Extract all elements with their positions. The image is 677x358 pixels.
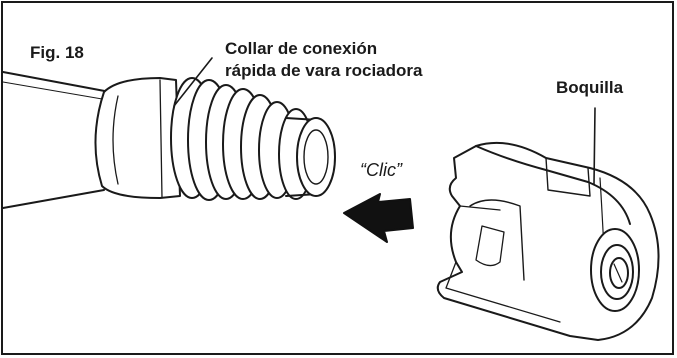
click-sound-label: “Clic”: [360, 160, 402, 180]
quick-connect-collar: [94, 77, 181, 199]
collar-label: Collar de conexión rápida de vara rociad…: [225, 38, 422, 82]
nozzle-label: Boquilla: [556, 78, 624, 97]
collar-label-line2: rápida de vara rociadora: [225, 61, 423, 80]
figure-number: Fig. 18: [30, 43, 84, 62]
nozzle-leader-line: [593, 107, 596, 185]
wand-tube: [2, 71, 111, 209]
nozzle: [436, 141, 660, 341]
threaded-tip: [170, 77, 336, 201]
collar-label-line1: Collar de conexión: [225, 39, 378, 58]
insert-arrow-icon: [343, 193, 414, 243]
collar-leader-line: [173, 57, 213, 107]
